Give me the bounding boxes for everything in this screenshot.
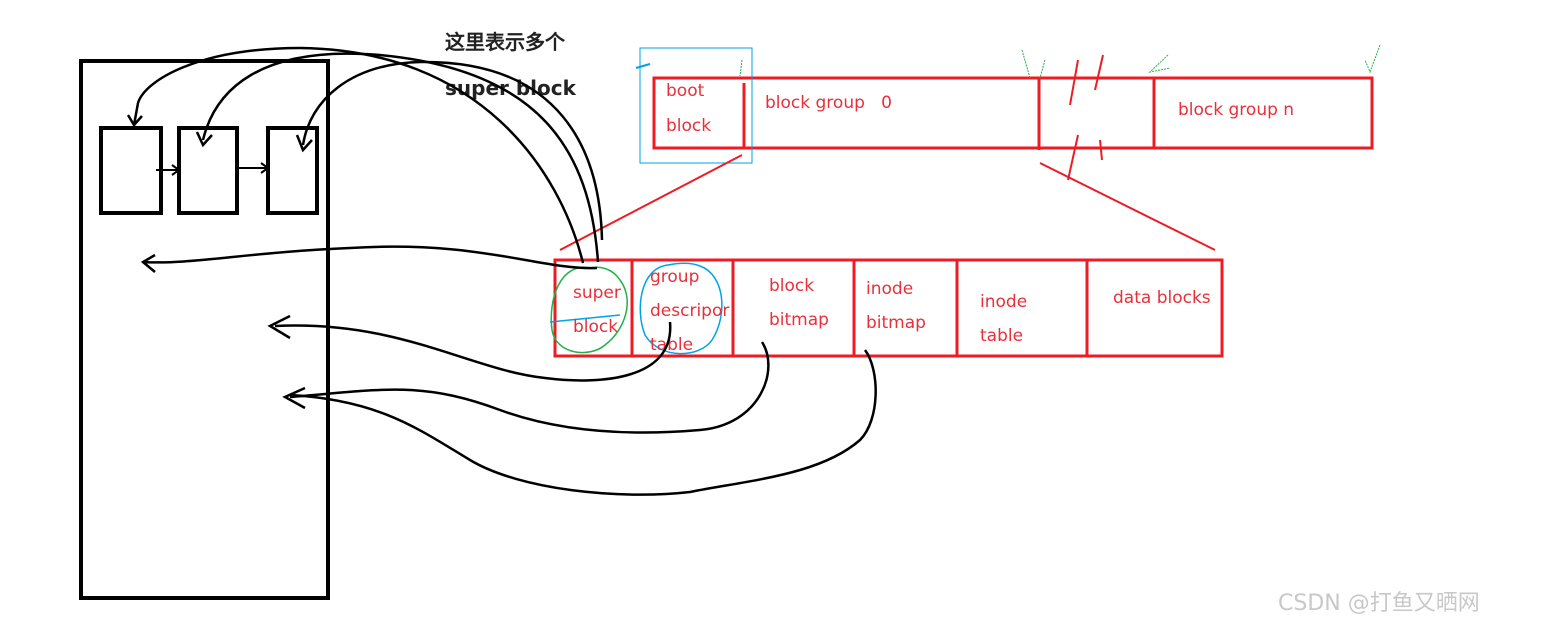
gdt-label-1: group xyxy=(650,267,699,287)
boot-block-label-2: block xyxy=(666,116,711,136)
super-block-label-2: block xyxy=(573,317,618,337)
block-group-detail-bar xyxy=(553,258,1224,358)
memory-super-block-1 xyxy=(99,126,163,215)
inode-bitmap-label-1: inode xyxy=(866,279,913,299)
annotation-line2: super block xyxy=(445,76,577,100)
group-descriptor-blue-circle xyxy=(639,262,723,355)
link-arrows xyxy=(156,162,270,176)
watermark: CSDN @打鱼又晒网 xyxy=(1278,591,1480,616)
disk-layout-bar xyxy=(635,44,1381,181)
block-group-n-label: block group n xyxy=(1178,100,1294,120)
data-blocks-label: data blocks xyxy=(1113,288,1211,308)
block-group-0-label: block group 0 xyxy=(765,93,892,113)
boot-block-label-1: boot xyxy=(666,81,705,101)
annotation-line1: 这里表示多个 xyxy=(445,30,566,54)
zoom-line-right xyxy=(1039,162,1216,251)
memory-super-block-3 xyxy=(266,126,319,215)
block-bitmap-label-2: bitmap xyxy=(769,310,829,330)
inode-table-label-2: table xyxy=(980,326,1023,346)
gdt-label-2: descripor xyxy=(650,301,729,321)
inode-table-label-1: inode xyxy=(980,292,1027,312)
mapping-curves xyxy=(126,46,877,496)
block-bitmap-label-1: block xyxy=(769,276,814,296)
super-block-green-circle xyxy=(550,266,628,354)
inode-bitmap-label-2: bitmap xyxy=(866,313,926,333)
gdt-label-3: table xyxy=(650,335,693,355)
zoom-line-left xyxy=(559,154,743,251)
super-block-label-1: super xyxy=(573,283,621,303)
